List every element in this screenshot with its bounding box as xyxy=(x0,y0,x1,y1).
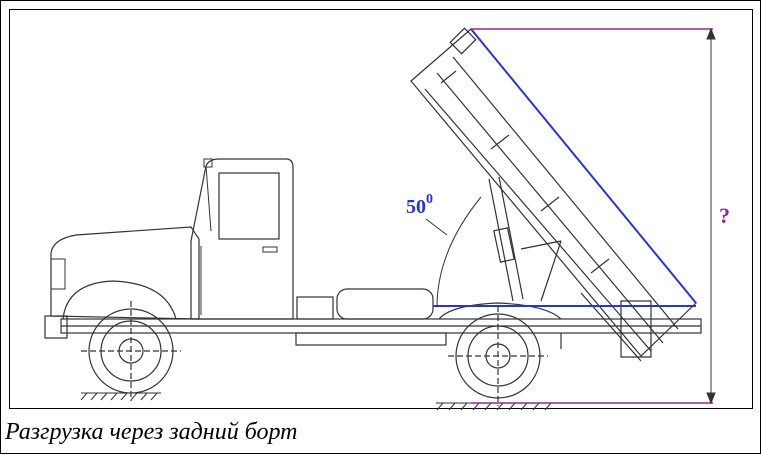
chassis-frame xyxy=(60,318,702,349)
body-reference-line xyxy=(470,28,697,304)
angle-value: 50 xyxy=(406,196,426,218)
ground-hatch-rear xyxy=(436,402,561,411)
height-dimension xyxy=(471,28,713,404)
angle-label: 500 xyxy=(406,192,433,218)
front-wheel xyxy=(81,301,181,401)
fuel-tank xyxy=(336,288,434,320)
height-dimension-arrow xyxy=(706,27,716,405)
rear-fender xyxy=(438,302,562,320)
dump-body xyxy=(410,27,697,362)
angle-leader xyxy=(425,218,448,236)
rear-wheel xyxy=(448,306,548,406)
cab xyxy=(190,158,294,320)
hydraulic-lift xyxy=(488,176,562,302)
figure-caption: Разгрузка через задний борт xyxy=(5,419,298,445)
angle-arc xyxy=(436,196,482,308)
angle-unit: 0 xyxy=(426,192,433,207)
drawing-frame xyxy=(9,9,753,409)
cab-window xyxy=(218,172,280,240)
height-label: ? xyxy=(719,203,730,228)
door-handle xyxy=(262,246,278,253)
headlight xyxy=(50,258,66,290)
hood xyxy=(50,226,200,320)
battery-box xyxy=(296,296,334,320)
front-fender xyxy=(62,280,177,320)
ground-hatch-front xyxy=(80,392,161,401)
roof-light xyxy=(203,158,213,168)
side-mirror-arm xyxy=(205,165,212,232)
